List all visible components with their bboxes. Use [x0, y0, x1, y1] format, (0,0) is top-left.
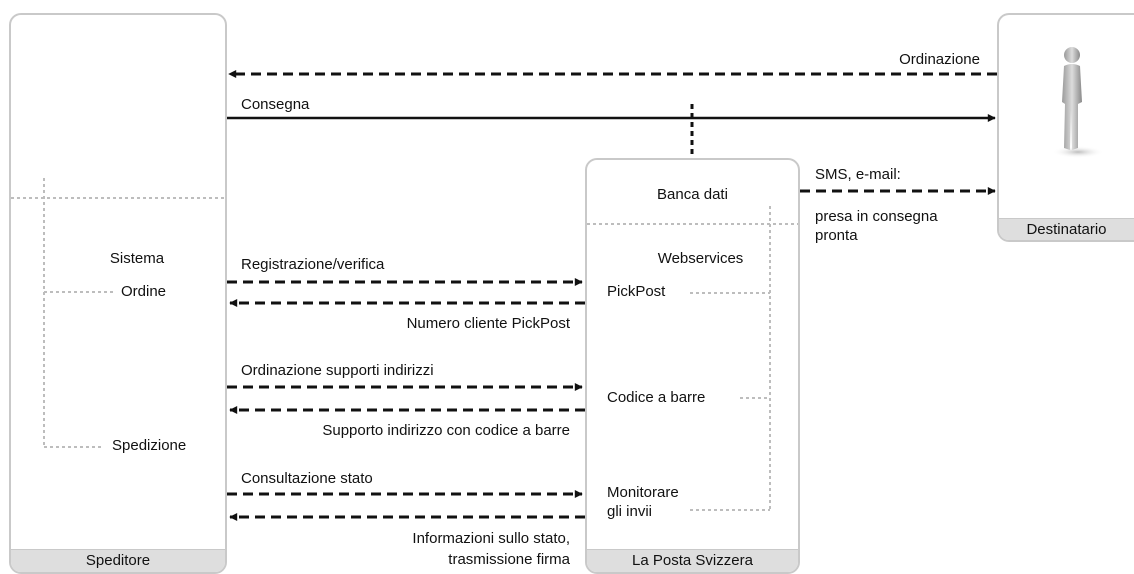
- person-figure-icon: [1052, 47, 1104, 158]
- spedizione-label: Spedizione: [112, 437, 187, 454]
- post-label: La Posta Svizzera: [587, 549, 798, 572]
- numero-cliente-label: Numero cliente PickPost: [406, 315, 570, 332]
- banca-dati-label: Banca dati: [657, 186, 728, 203]
- informazioni-label-line1: Informazioni sullo stato,: [412, 530, 570, 547]
- pickpost-label: PickPost: [607, 283, 666, 300]
- consultazione-label: Consultazione stato: [241, 470, 373, 487]
- monitorare-label-line1: Monitorare: [607, 484, 679, 501]
- sms-label-line2: presa in consegna: [815, 208, 938, 225]
- registrazione-label: Registrazione/verifica: [241, 256, 385, 273]
- sms-label-line1: SMS, e-mail:: [815, 166, 901, 183]
- post-box: La Posta Svizzera: [585, 158, 800, 574]
- consegna-label: Consegna: [241, 96, 310, 113]
- ordinazione-label: Ordinazione: [899, 51, 980, 68]
- sender-box: Speditore: [9, 13, 227, 574]
- sistema-label: Sistema: [109, 250, 165, 267]
- supporto-indirizzo-label: Supporto indirizzo con codice a barre: [322, 422, 570, 439]
- ordinazione-supporti-label: Ordinazione supporti indirizzi: [241, 362, 434, 379]
- ordine-label: Ordine: [121, 283, 167, 300]
- sms-label-line3: pronta: [815, 227, 858, 244]
- recipient-label: Destinatario: [999, 218, 1134, 240]
- sender-label: Speditore: [11, 549, 225, 572]
- codice-label: Codice a barre: [607, 389, 706, 406]
- monitorare-label-line2: gli invii: [607, 503, 653, 520]
- webservices-label: Webservices: [657, 250, 744, 267]
- informazioni-label-line2: trasmissione firma: [448, 551, 570, 568]
